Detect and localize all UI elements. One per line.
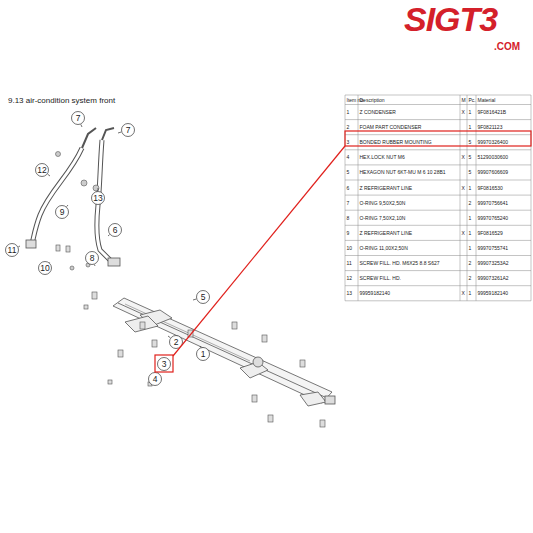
- table-cell: 1: [469, 125, 472, 130]
- table-cell: Z REFRIGERANT LINE: [360, 186, 413, 191]
- condenser: [113, 298, 335, 406]
- table-cell: 99907606609: [478, 170, 509, 175]
- table-cell: X: [462, 110, 465, 115]
- table-cell: X: [462, 231, 465, 236]
- table-cell: 5: [469, 140, 472, 145]
- table-cell: 2: [347, 125, 350, 130]
- table-cell: 1: [347, 110, 350, 115]
- fasteners: [56, 245, 325, 427]
- table-cell: 99970765240: [478, 216, 509, 221]
- table-cell: 1: [469, 291, 472, 296]
- section-title: 9.13 air-condition system front: [8, 97, 115, 105]
- callout-circles: [6, 112, 210, 386]
- table-cell: 12: [347, 276, 353, 281]
- table-cell: SCREW FILL. HD. M6X25 8.8 S627: [360, 261, 440, 266]
- table-cell: X: [462, 155, 465, 160]
- callout-number: 13: [93, 194, 102, 203]
- table-cell: 51290030600: [478, 155, 509, 160]
- callout-number: 11: [8, 246, 17, 255]
- table-header: M: [462, 98, 466, 103]
- table-cell: FOAM PART CONDENSER: [360, 125, 422, 130]
- logo-domain: .COM: [494, 42, 520, 52]
- table-cell: 5: [469, 170, 472, 175]
- table-cell: 6: [347, 186, 350, 191]
- table-cell: 9F0816529: [478, 231, 503, 236]
- table-cell: 99970326400: [478, 140, 509, 145]
- highlight: [155, 131, 531, 372]
- table-cell: 10: [347, 246, 353, 251]
- callout-number: 5: [201, 293, 206, 302]
- refrigerant-lines: [26, 128, 120, 270]
- table-cell: 8: [347, 216, 350, 221]
- table-cell: 13: [347, 291, 353, 296]
- table-cell: BONDED RUBBER MOUNTING: [360, 140, 432, 145]
- table-cell: 2: [469, 201, 472, 206]
- table-cell: 7: [347, 201, 350, 206]
- table-cell: 1: [469, 246, 472, 251]
- table-cell: 99970755741: [478, 246, 509, 251]
- table-cell: 4: [347, 155, 350, 160]
- table-cell: 9F0816421B: [478, 110, 507, 115]
- table-cell: 99959182140: [478, 291, 509, 296]
- callout-number: 7: [126, 126, 131, 135]
- table-cell: 1: [469, 216, 472, 221]
- table-cell: 5: [469, 155, 472, 160]
- table-cell: HEX.LOCK NUT M6: [360, 155, 405, 160]
- callout-number: 2: [174, 338, 179, 347]
- callout-number: 9: [60, 208, 65, 217]
- table-cell: 1: [469, 110, 472, 115]
- logo-text: SIGT3: [404, 2, 497, 36]
- table-cell: O-RING 11,00X2,50N: [360, 246, 408, 251]
- callout-number: 3: [162, 360, 167, 369]
- callout-number: 7: [76, 114, 81, 123]
- table-header: Description: [360, 98, 385, 103]
- table-cell: 1: [469, 186, 472, 191]
- table-cell: 9F0821123: [478, 125, 503, 130]
- table-cell: 3: [347, 140, 350, 145]
- table-cell: X: [462, 186, 465, 191]
- callout-number: 4: [153, 375, 158, 384]
- callout-number: 6: [113, 226, 118, 235]
- table-cell: 11: [347, 261, 352, 266]
- table-header: Material: [478, 98, 496, 103]
- table-cell: 99970756641: [478, 201, 509, 206]
- callout-number: 8: [90, 254, 95, 263]
- table-cell: HEXAGON NUT 6KT-MU M 6 10 28B1: [360, 170, 446, 175]
- callout-number: 1: [201, 350, 206, 359]
- table-cell: 2: [469, 261, 472, 266]
- callout-number: 12: [37, 166, 46, 175]
- callout-number: 10: [40, 264, 49, 273]
- table-cell: 1: [469, 231, 472, 236]
- table-cell: X: [462, 291, 465, 296]
- table-cell: SCREW FILL. HD.: [360, 276, 401, 281]
- table-cell: O-RING 7,50X2,10N: [360, 216, 406, 221]
- table-cell: 5: [347, 170, 350, 175]
- table-cell: 9F0816530: [478, 186, 503, 191]
- table-cell: 999073253A2: [478, 261, 509, 266]
- table-cell: 9: [347, 231, 350, 236]
- parts-table-grid: [345, 95, 531, 301]
- table-cell: Z CONDENSER: [360, 110, 396, 115]
- table-cell: Z REFRIGERANT LINE: [360, 231, 413, 236]
- table-cell: 999073261A2: [478, 276, 509, 281]
- table-header: Pc.: [469, 98, 476, 103]
- table-cell: 99959182140: [360, 291, 391, 296]
- table-cell: 2: [469, 276, 472, 281]
- table-cell: O-RING 9,50X2,50N: [360, 201, 406, 206]
